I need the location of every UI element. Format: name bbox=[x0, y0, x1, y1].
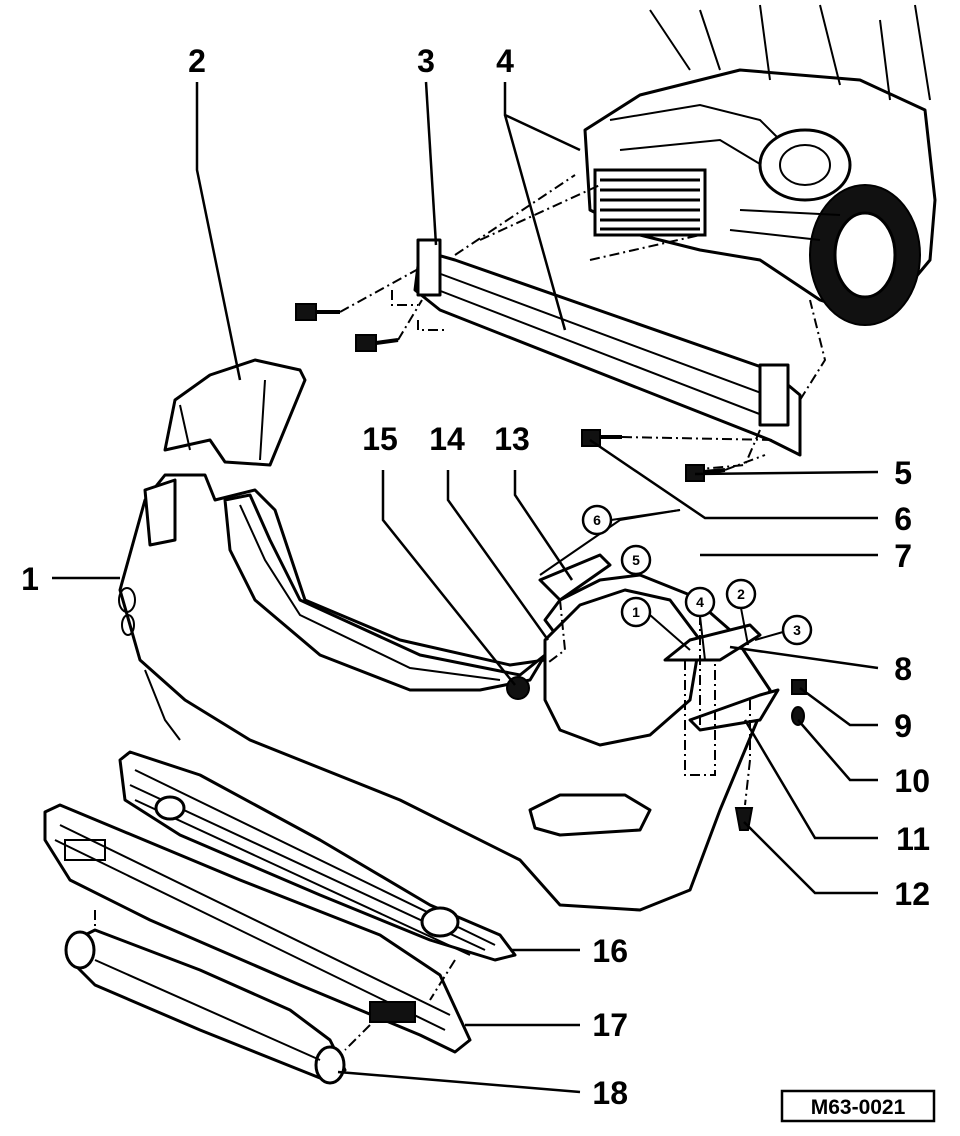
callout-18: 18 bbox=[592, 1075, 628, 1111]
bracket-parts bbox=[506, 509, 807, 831]
circled-callout-label: 1 bbox=[632, 604, 640, 620]
callout-14: 14 bbox=[429, 421, 465, 457]
callout-1: 1 bbox=[21, 561, 39, 597]
callout-15: 15 bbox=[362, 421, 398, 457]
circled-callout-label: 5 bbox=[632, 552, 640, 568]
bolt-icon bbox=[581, 429, 622, 447]
callout-11: 11 bbox=[896, 821, 930, 857]
callout-7: 7 bbox=[894, 538, 912, 574]
trim-strip bbox=[43, 803, 472, 1054]
callout-3: 3 bbox=[417, 43, 435, 79]
callout-10: 10 bbox=[894, 763, 930, 799]
circled-callouts: 6 5 1 4 2 3 bbox=[581, 504, 813, 661]
bumper-cover bbox=[118, 473, 772, 912]
callout-12: 12 bbox=[894, 876, 930, 912]
circled-callout-label: 4 bbox=[696, 594, 704, 610]
leader-lines bbox=[52, 81, 879, 1094]
callout-16: 16 bbox=[592, 933, 628, 969]
reference-code: M63-0021 bbox=[811, 1096, 906, 1119]
callout-13: 13 bbox=[494, 421, 530, 457]
callout-4: 4 bbox=[496, 43, 514, 79]
vehicle-front-end bbox=[583, 4, 937, 326]
screw-icon bbox=[791, 706, 805, 726]
callout-9: 9 bbox=[894, 708, 912, 744]
bolts bbox=[295, 267, 776, 482]
circled-callout-label: 6 bbox=[593, 512, 601, 528]
callout-labels: 1 2 3 4 5 6 7 8 9 10 11 12 13 14 15 16 1… bbox=[21, 43, 930, 1111]
bolt-icon bbox=[355, 334, 399, 352]
callout-17: 17 bbox=[592, 1007, 628, 1043]
circled-callout-label: 3 bbox=[793, 622, 801, 638]
callout-5: 5 bbox=[894, 455, 912, 491]
bolt-icon bbox=[295, 303, 340, 321]
lower-strip bbox=[64, 910, 456, 1085]
callout-8: 8 bbox=[894, 651, 912, 687]
bumper-carrier bbox=[413, 174, 827, 471]
callout-6: 6 bbox=[894, 501, 912, 537]
callout-2: 2 bbox=[188, 43, 206, 79]
lower-grille bbox=[118, 750, 517, 962]
reference-code-box: M63-0021 bbox=[780, 1089, 936, 1123]
wheel-arch-panel bbox=[163, 358, 307, 467]
circled-callout-label: 2 bbox=[737, 586, 745, 602]
